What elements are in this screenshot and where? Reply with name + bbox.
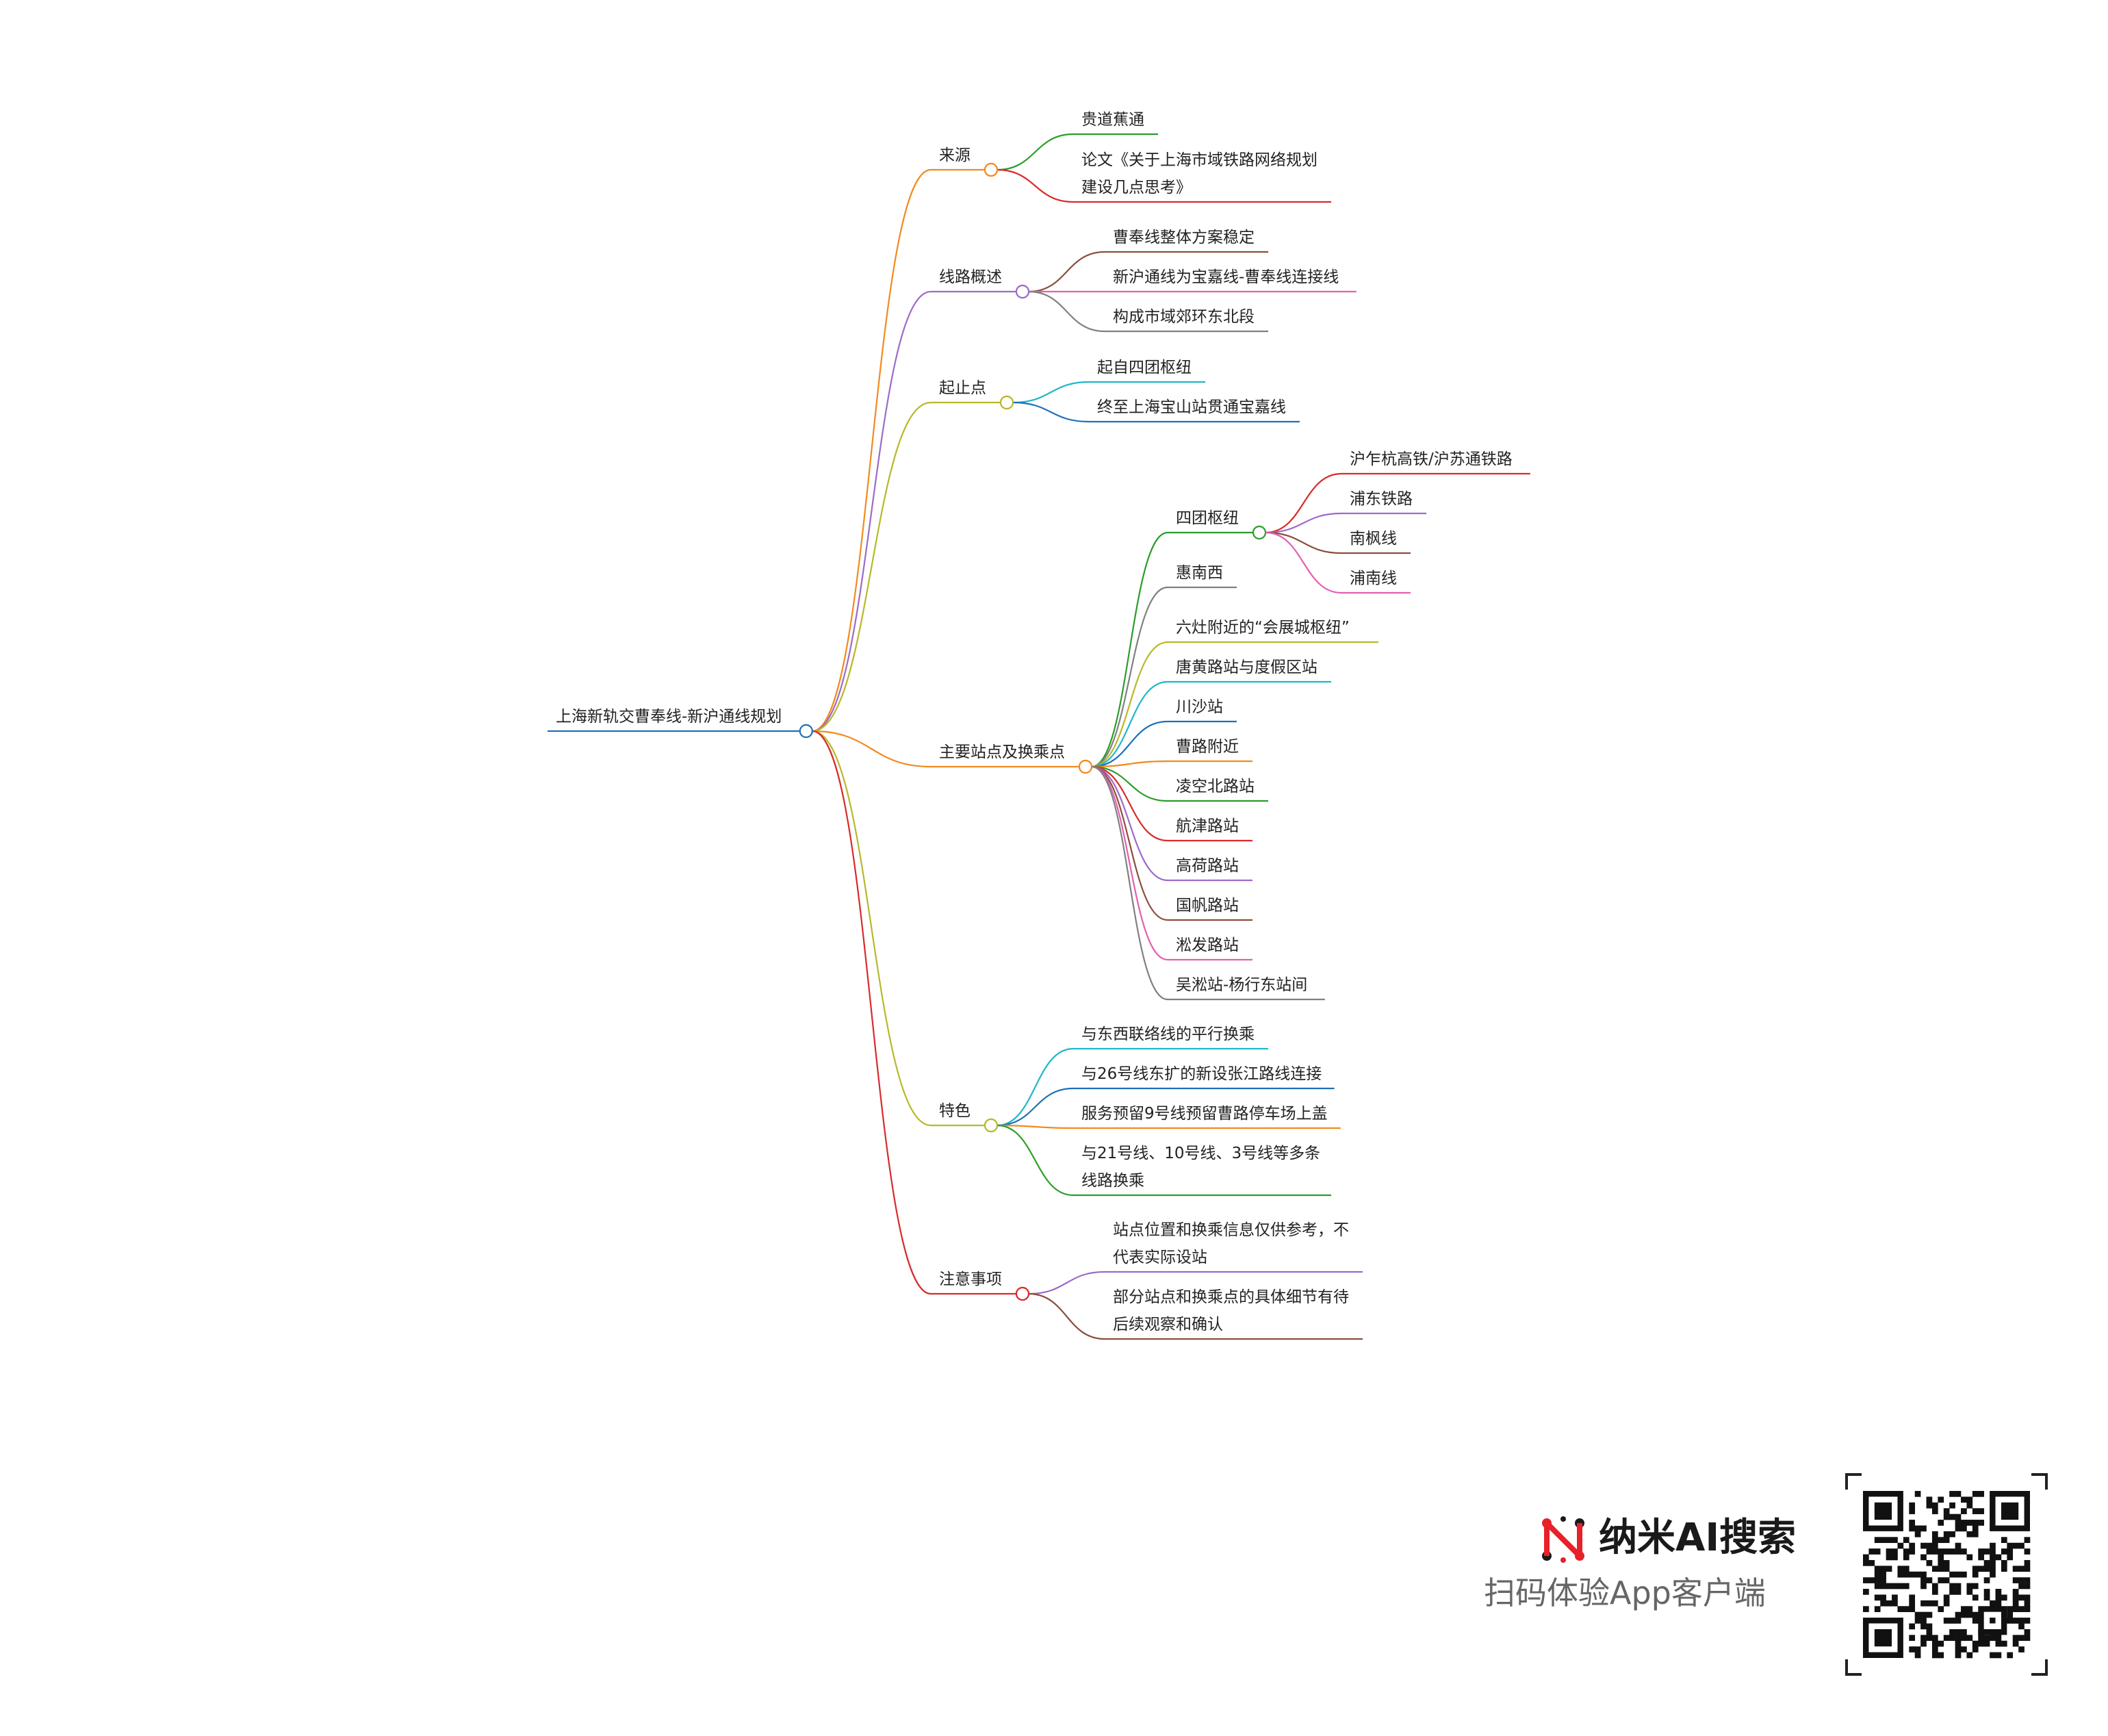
leaf-connector-5-0 <box>1028 1271 1105 1295</box>
leaf-connector-3-2 <box>1091 641 1168 768</box>
subleaf-connector-3-0-2 <box>1265 531 1342 554</box>
brand-name: 纳米AI搜索 <box>1599 1516 1797 1560</box>
leaf-connector-3-0 <box>1091 531 1168 768</box>
leaf-connector-1-0 <box>1028 251 1105 293</box>
leaf-connector-0-0 <box>997 133 1074 171</box>
branch-connector-0 <box>812 168 931 732</box>
leaf-connector-3-8 <box>1091 765 1168 882</box>
leaf-3-11: 吴淞站-杨行东站间 <box>1176 976 1307 994</box>
leaf-3-7: 航津路站 <box>1176 817 1239 835</box>
branch-5: 注意事项 <box>939 1271 1002 1288</box>
mindmap-root-toggle[interactable] <box>799 724 813 739</box>
leaf-connector-3-11 <box>1091 765 1168 1001</box>
branch-4: 特色 <box>939 1102 971 1120</box>
branch-connector-5 <box>812 730 931 1295</box>
branch-connector-1 <box>812 290 931 732</box>
leaf-3-9: 国帆路站 <box>1176 897 1239 915</box>
brand-block: 纳米AI搜索 扫码体验App客户端 <box>1471 1496 1800 1646</box>
branch-3: 主要站点及换乘点 <box>939 743 1065 761</box>
leaf-2-1: 终至上海宝山站贯通宝嘉线 <box>1097 398 1286 416</box>
branch-0-toggle-top[interactable] <box>984 162 999 177</box>
leaf-connector-4-1 <box>997 1087 1074 1127</box>
subleaf-3-0-1: 浦东铁路 <box>1350 490 1413 508</box>
nami-logo-icon <box>1542 1516 1584 1563</box>
leaf-3-1: 惠南西 <box>1176 564 1223 582</box>
leaf-5-0: 站点位置和换乘信息仅供参考，不代表实际设站 <box>1113 1221 1349 1266</box>
branch-connector-2 <box>812 401 931 732</box>
branch-1-toggle-top[interactable] <box>1015 284 1030 299</box>
leaf-connector-0-1 <box>997 168 1074 203</box>
leaf-connector-3-6 <box>1091 765 1168 802</box>
leaf-3-8: 高荷路站 <box>1176 857 1239 875</box>
subleaf-connector-3-0-1 <box>1265 512 1342 534</box>
mindmap-root-label: 上海新轨交曹奉线-新沪通线规划 <box>556 708 782 726</box>
leaf-3-5: 曹路附近 <box>1176 738 1239 756</box>
leaf-2-0: 起自四团枢纽 <box>1097 359 1192 376</box>
branch-2: 起止点 <box>939 379 986 397</box>
branch-1: 线路概述 <box>939 268 1002 286</box>
leaf-4-0: 与东西联络线的平行换乘 <box>1081 1025 1255 1043</box>
leaf-3-10: 淞发路站 <box>1176 936 1239 954</box>
leaf-connector-2-0 <box>1012 381 1090 404</box>
leaf-3-0-toggle[interactable] <box>1252 525 1267 540</box>
leaf-3-6: 凌空北路站 <box>1176 778 1255 795</box>
branch-2-toggle-top[interactable] <box>999 395 1014 410</box>
leaf-connector-3-9 <box>1091 765 1168 921</box>
subleaf-connector-3-0-0 <box>1265 472 1342 534</box>
leaf-1-0: 曹奉线整体方案稳定 <box>1113 229 1255 246</box>
subleaf-connector-3-0-3 <box>1265 531 1342 594</box>
leaf-4-1: 与26号线东扩的新设张江路线连接 <box>1081 1065 1322 1083</box>
leaf-3-2: 六灶附近的“会展城枢纽” <box>1176 619 1350 637</box>
leaf-3-3: 唐黄路站与度假区站 <box>1176 659 1318 676</box>
branch-connector-4 <box>812 730 931 1127</box>
leaf-3-0: 四团枢纽 <box>1176 509 1239 527</box>
branch-0: 来源 <box>939 146 971 164</box>
leaf-connector-4-2 <box>997 1124 1074 1129</box>
leaf-connector-1-2 <box>1028 290 1105 333</box>
leaf-4-3: 与21号线、10号线、3号线等多条线路换乘 <box>1081 1145 1320 1190</box>
branch-5-toggle-top[interactable] <box>1015 1286 1030 1301</box>
leaf-5-1: 部分站点和换乘点的具体细节有待后续观察和确认 <box>1113 1288 1349 1333</box>
branch-4-toggle-top[interactable] <box>984 1118 999 1133</box>
brand-slogan: 扫码体验App客户端 <box>1484 1574 1766 1611</box>
leaf-0-0: 贵道蕉通 <box>1081 111 1144 129</box>
leaf-connector-3-4 <box>1091 720 1168 768</box>
qr-code-icon <box>1845 1473 2048 1676</box>
leaf-connector-3-1 <box>1091 586 1168 768</box>
leaf-0-1: 论文《关于上海市域铁路网络规划建设几点思考》 <box>1081 151 1318 196</box>
branch-3-toggle-top[interactable] <box>1078 759 1093 774</box>
leaf-connector-4-0 <box>997 1047 1074 1127</box>
leaf-4-2: 服务预留9号线预留曹路停车场上盖 <box>1081 1105 1328 1123</box>
leaf-connector-3-7 <box>1091 765 1168 842</box>
leaf-connector-3-5 <box>1091 760 1168 768</box>
leaf-connector-4-3 <box>997 1124 1074 1197</box>
leaf-connector-2-1 <box>1012 401 1090 423</box>
leaf-3-4: 川沙站 <box>1176 698 1223 716</box>
subleaf-3-0-2: 南枫线 <box>1350 530 1397 548</box>
subleaf-3-0-3: 浦南线 <box>1350 570 1397 587</box>
leaf-1-2: 构成市域郊环东北段 <box>1113 308 1255 326</box>
leaf-connector-5-1 <box>1028 1292 1105 1340</box>
leaf-connector-3-3 <box>1091 680 1168 768</box>
leaf-1-1: 新沪通线为宝嘉线-曹奉线连接线 <box>1113 268 1339 286</box>
branch-connector-3 <box>812 730 931 768</box>
leaf-connector-3-10 <box>1091 765 1168 961</box>
subleaf-3-0-0: 沪乍杭高铁/沪苏通铁路 <box>1350 450 1513 468</box>
